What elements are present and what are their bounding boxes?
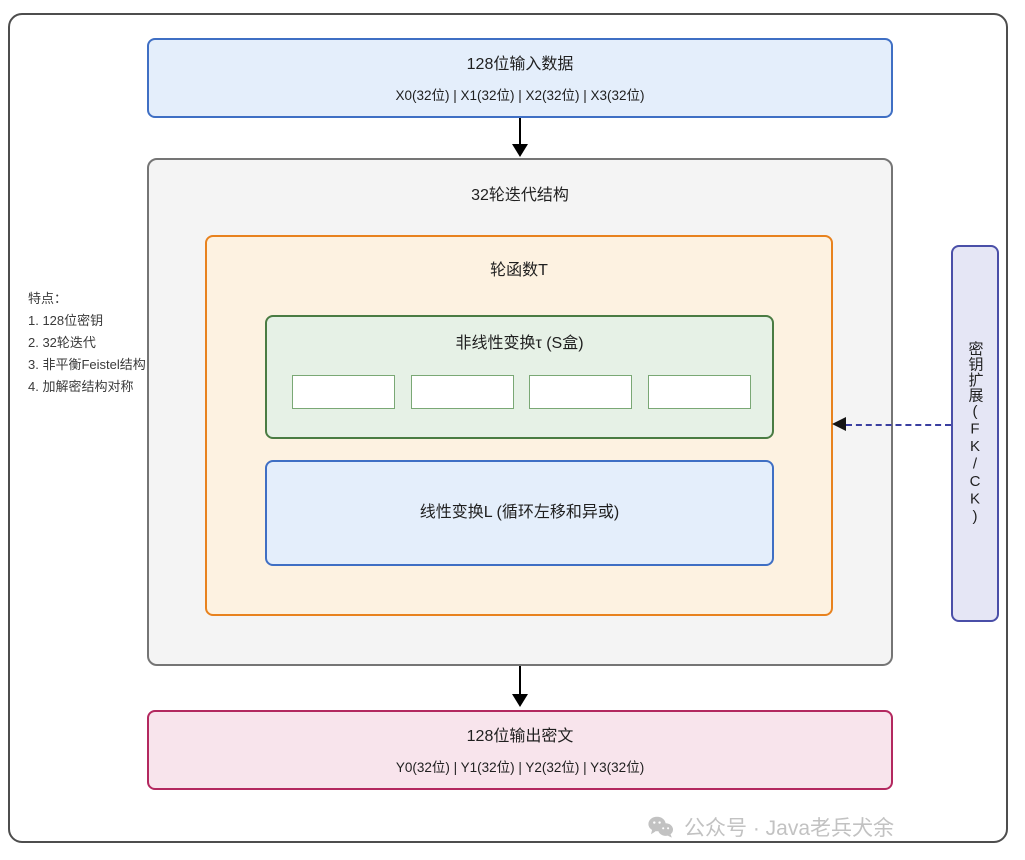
sbox-cell [529,375,633,409]
features-item: 1. 128位密钥 [28,313,104,328]
linear-transform-title: 线性变换L (循环左移和异或) [419,504,620,521]
sbox-nonlinear-box: 非线性变换τ (S盒) [265,315,774,439]
key-expansion-box: 密钥扩展(FK/CK) [951,245,999,622]
sbox-title: 非线性变换τ (S盒) [455,335,584,352]
output-ciphertext-title: 128位输出密文 [466,727,574,745]
input-data-subtitle: X0(32位) | X1(32位) | X2(32位) | X3(32位) [395,87,645,103]
features-item: 2. 32轮迭代 [28,335,96,350]
arrow-rounds-to-output-head [512,694,528,707]
sbox-cell-row [292,375,751,409]
linear-transform-box: 线性变换L (循环左移和异或) [265,460,774,566]
output-ciphertext-box: 128位输出密文 Y0(32位) | Y1(32位) | Y2(32位) | Y… [147,710,893,790]
key-expansion-connector-line [846,424,951,426]
input-data-title: 128位输入数据 [466,55,574,73]
watermark-text: 公众号 · Java老兵犬余 [684,817,895,840]
features-item: 4. 加解密结构对称 [28,379,134,394]
arrow-input-to-rounds-line [519,118,521,146]
wechat-icon [648,816,674,838]
key-expansion-label: 密钥扩展(FK/CK) [966,341,984,526]
features-item: 3. 非平衡Feistel结构 [28,357,146,372]
sbox-cell [647,375,751,409]
input-data-box: 128位输入数据 X0(32位) | X1(32位) | X2(32位) | X… [147,38,893,118]
features-list: 特点： 1. 128位密钥 2. 32轮迭代 3. 非平衡Feistel结构 4… [28,288,188,398]
round-function-title: 轮函数T [490,262,548,279]
arrow-input-to-rounds-head [512,144,528,157]
key-expansion-connector-head [832,417,846,431]
sbox-cell [292,375,395,409]
sbox-cell [410,375,514,409]
output-ciphertext-subtitle: Y0(32位) | Y1(32位) | Y2(32位) | Y3(32位) [395,759,645,775]
watermark: 公众号 · Java老兵犬余 [648,812,894,842]
features-heading: 特点： [28,291,68,306]
rounds-structure-title: 32轮迭代结构 [471,187,569,204]
arrow-rounds-to-output-line [519,666,521,696]
